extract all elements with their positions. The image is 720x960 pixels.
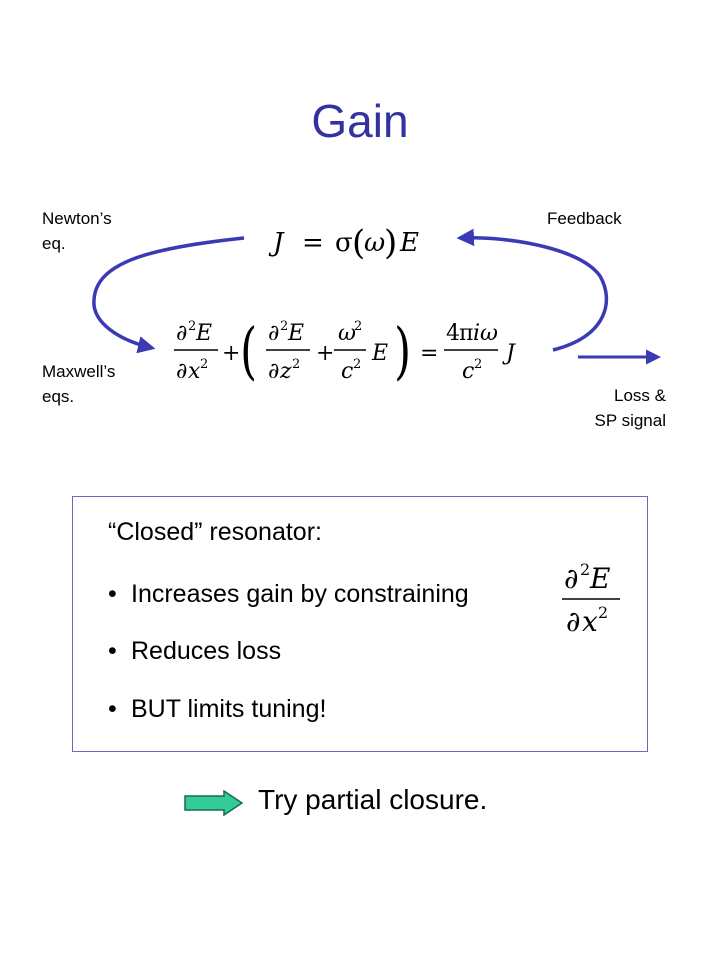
svg-text:+: + [222,341,240,366]
feedback-label: Feedback [547,209,622,228]
svg-text:x: x [582,605,598,638]
slide-title: Gain [311,95,409,147]
svg-text:π: π [459,321,473,346]
closure-text: Try partial closure. [258,784,488,815]
svg-text:2: 2 [292,357,300,372]
svg-text:E: E [399,228,419,258]
feedback-arrow [456,228,609,352]
svg-text:2: 2 [580,560,590,579]
bullet-text: Increases gain by constraining [131,580,469,608]
svg-text:∂: ∂ [268,359,279,384]
svg-text:c: c [462,359,474,384]
svg-text:ω: ω [338,321,356,346]
bullet-text: BUT limits tuning! [131,695,327,723]
newton-label-line1: Newton’s [42,209,112,228]
svg-text:): ) [394,314,411,387]
svg-text:(: ( [352,223,365,263]
svg-text:∂: ∂ [268,321,279,346]
svg-text:J: J [268,228,285,258]
svg-text:E: E [589,562,610,595]
resonator-box [72,496,648,752]
maxwell-label-line1: Maxwell’s [42,362,116,381]
svg-text:2: 2 [200,357,208,372]
bullet-icon: • [108,580,117,608]
svg-text:2: 2 [354,319,362,334]
newton-label-line2: eq. [42,233,66,253]
svg-text:): ) [384,223,397,263]
svg-text:=: = [302,228,324,258]
bullet-icon: • [108,637,117,665]
loss-label: Loss & SP signal [540,384,666,433]
svg-text:i: i [473,321,480,346]
newton-arrow [92,236,245,354]
svg-text:=: = [420,341,438,366]
loss-label-line1: Loss & [614,386,666,405]
bullet-text: Reduces loss [131,637,282,665]
newton-label: Newton’s eq. [42,207,112,256]
svg-text:+: + [316,341,334,366]
svg-text:σ: σ [335,228,353,258]
svg-text:2: 2 [280,319,288,334]
svg-text:E: E [371,341,388,366]
svg-text:2: 2 [353,357,361,372]
bullet-icon: • [108,695,117,723]
svg-text:2: 2 [188,319,196,334]
svg-text:E: E [195,321,212,346]
current-equation: J = σ ( ω ) E [268,223,419,263]
svg-text:ω: ω [364,228,385,258]
svg-text:∂: ∂ [566,605,580,638]
closure-arrow-icon [184,790,244,816]
svg-text:ω: ω [480,321,498,346]
svg-text:4: 4 [446,321,460,346]
svg-text:E: E [287,321,304,346]
svg-text:2: 2 [598,603,608,622]
svg-text:J: J [502,341,516,366]
svg-text:∂: ∂ [564,562,578,595]
svg-text:2: 2 [474,357,482,372]
svg-text:(: ( [240,314,257,387]
maxwell-label-line2: eqs. [42,386,75,406]
maxwell-label: Maxwell’s eqs. [42,360,115,409]
svg-text:x: x [188,359,201,384]
svg-text:z: z [279,359,292,384]
box-heading: “Closed” resonator: [108,518,322,546]
loss-label-line2: SP signal [594,410,666,430]
svg-text:∂: ∂ [176,321,187,346]
svg-text:∂: ∂ [176,359,187,384]
svg-text:c: c [341,359,353,384]
